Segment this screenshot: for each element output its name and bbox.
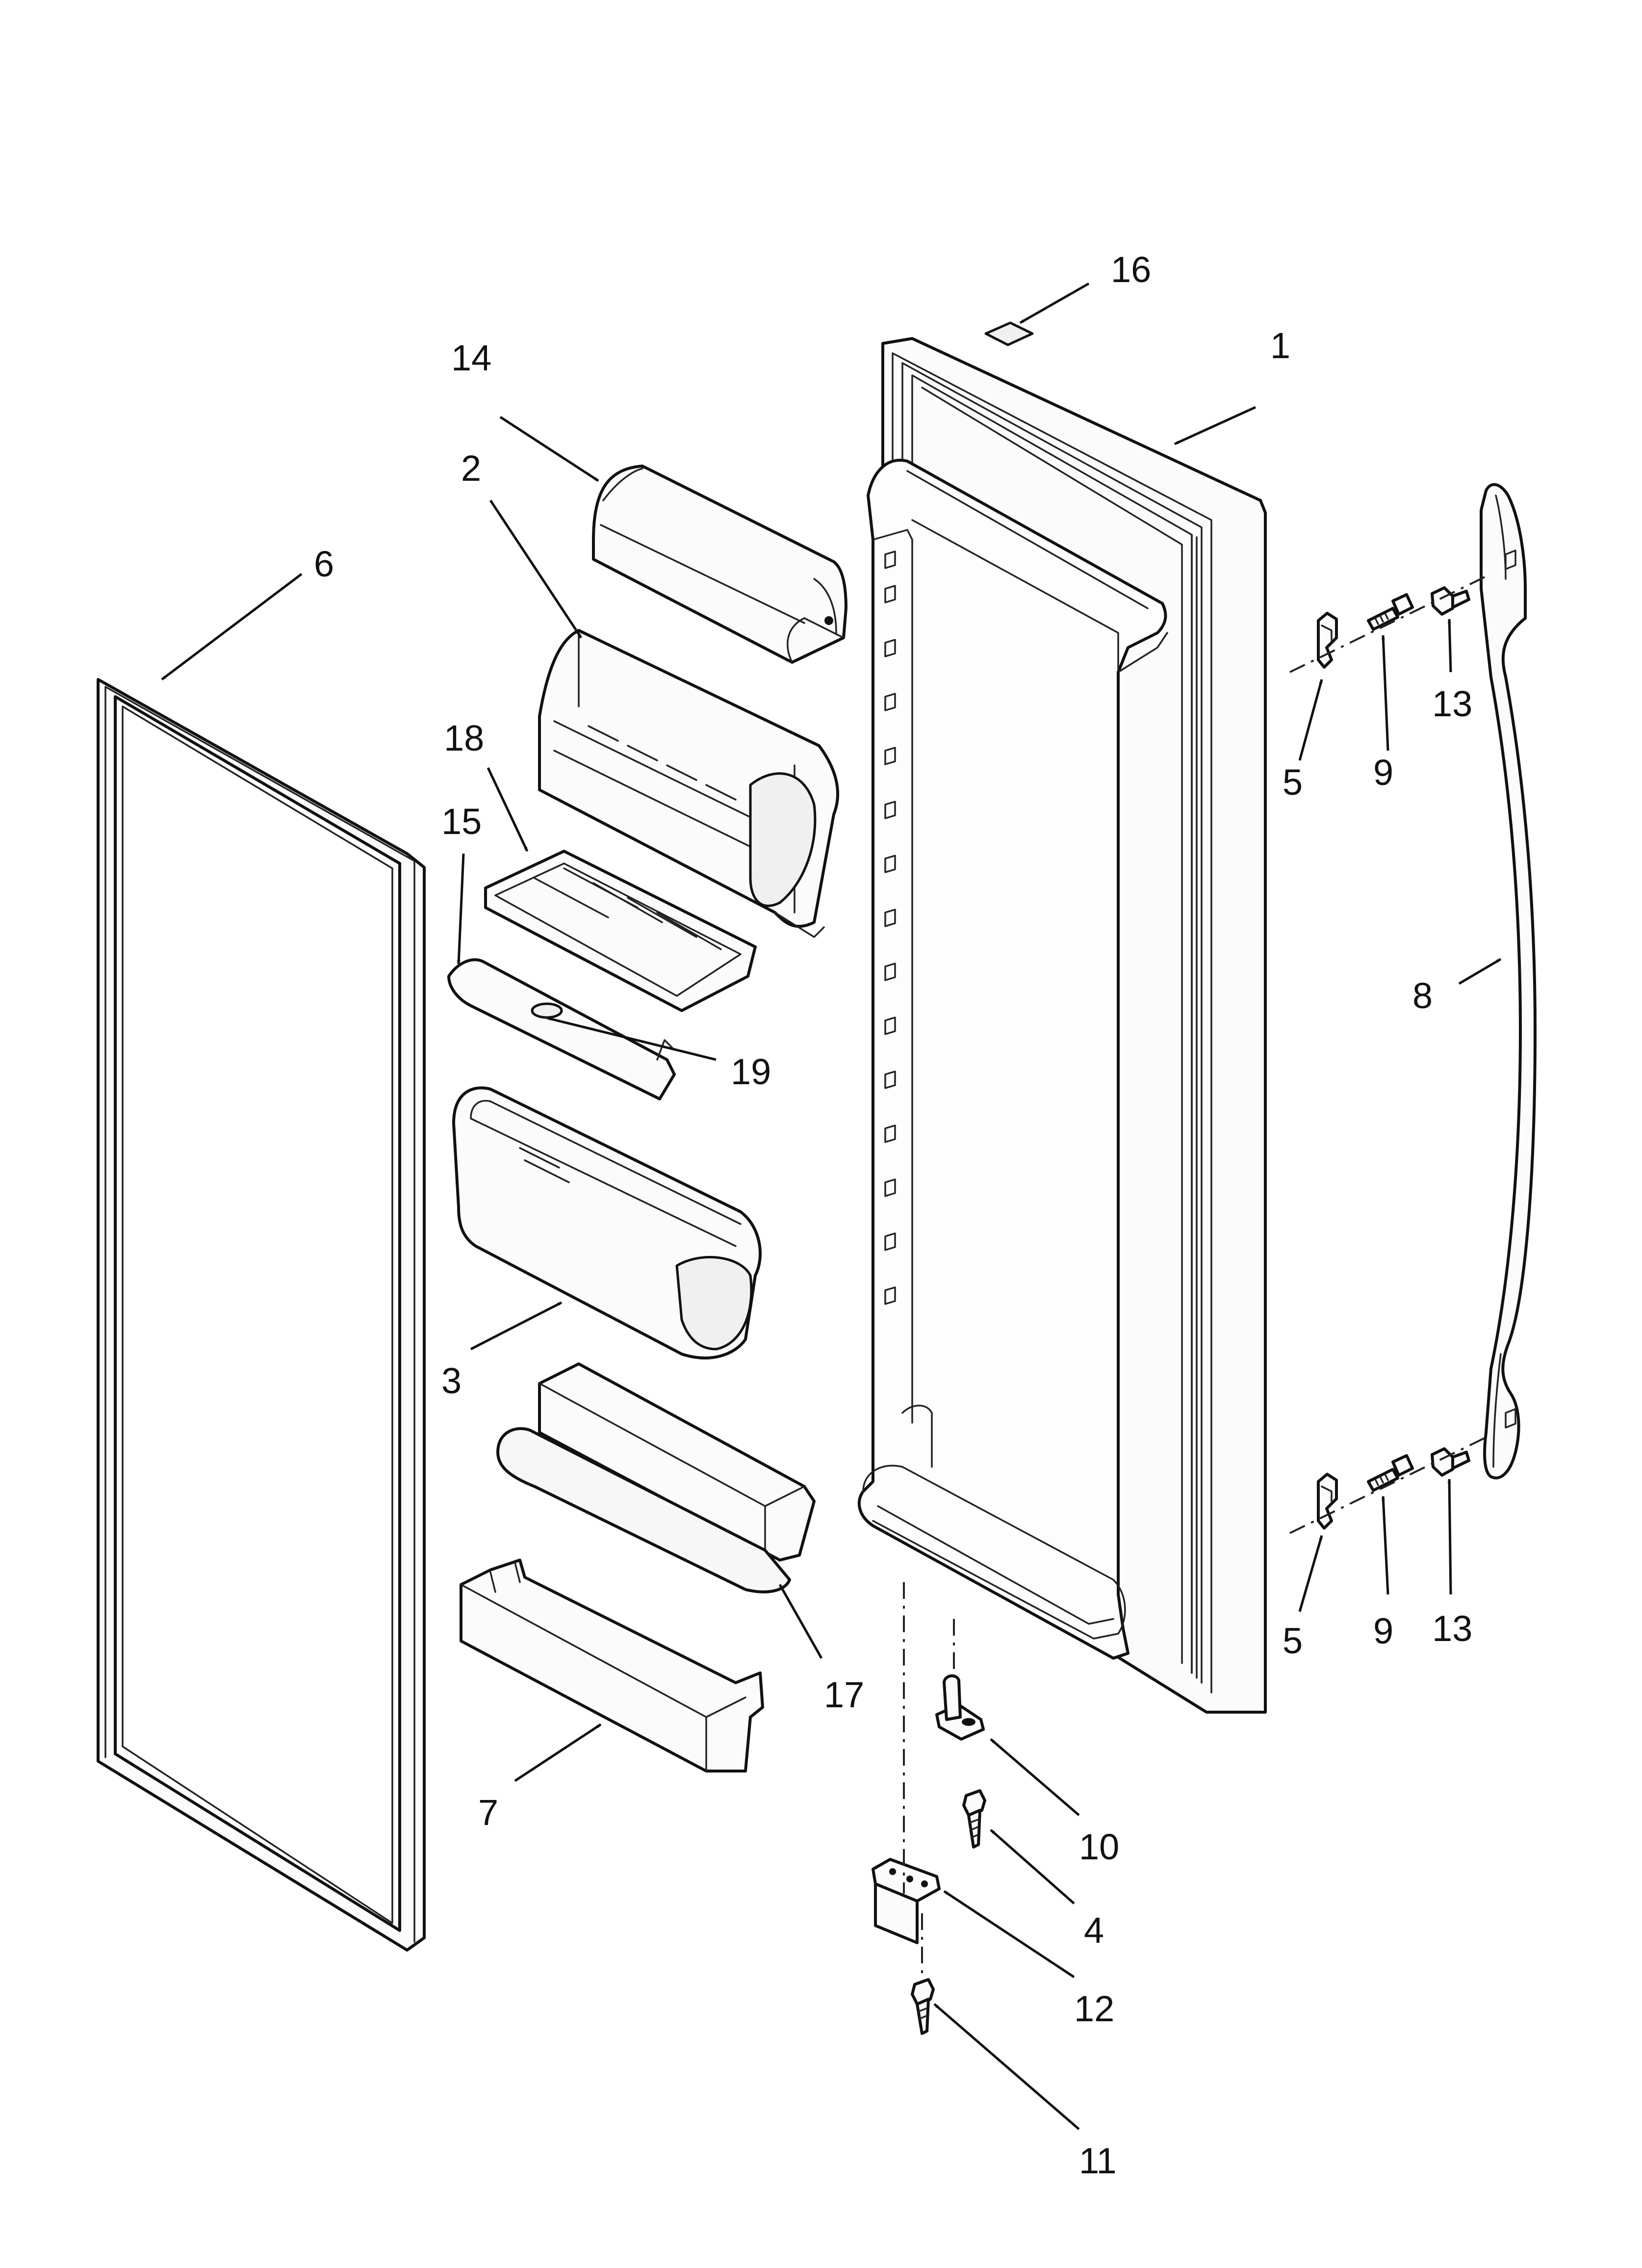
callout-17: 17: [824, 1674, 864, 1715]
callout-12: 12: [1074, 1988, 1114, 2029]
callout-3: 3: [441, 1360, 462, 1401]
callout-6: 6: [314, 544, 334, 584]
screw-part-9-top[interactable]: [1367, 593, 1414, 631]
screw-part-11[interactable]: [911, 1978, 935, 2035]
hinge-plate-part-12[interactable]: [872, 1858, 941, 1944]
screw-part-9-bottom[interactable]: [1367, 1454, 1414, 1492]
callout-13-top: 13: [1432, 683, 1472, 724]
callout-10: 10: [1079, 1826, 1119, 1867]
fastener-axis-bottom: [1289, 1434, 1491, 1534]
door-gasket-part-6[interactable]: [97, 678, 426, 1952]
leader-lines: [161, 282, 1502, 2130]
callout-9-bottom: 9: [1373, 1611, 1393, 1651]
refrigerator-door-part-1[interactable]: [857, 337, 1267, 1714]
handle-clip-part-5-bottom[interactable]: [1317, 1473, 1338, 1530]
bin-cover-part-14[interactable]: [592, 465, 847, 664]
callout-2: 2: [461, 448, 481, 489]
tray-part-18[interactable]: [484, 850, 757, 1012]
hinge-pin-part-10[interactable]: [935, 1674, 985, 1741]
callout-5-top: 5: [1283, 762, 1303, 803]
callout-11: 11: [1079, 2140, 1117, 2181]
callout-7: 7: [478, 1792, 498, 1833]
callout-labels: 16 1 14 2 6 18 15 19 3 17 7 5 9 13 8 5 9…: [314, 249, 1472, 2181]
callout-14: 14: [451, 338, 491, 378]
label-part-16[interactable]: [984, 321, 1034, 346]
bin-liner-part-17[interactable]: [496, 1362, 816, 1593]
callout-4: 4: [1084, 1910, 1104, 1951]
callout-13-bottom: 13: [1432, 1608, 1472, 1649]
callout-19: 19: [731, 1051, 771, 1092]
callout-1: 1: [1270, 325, 1290, 366]
callout-16: 16: [1111, 249, 1151, 290]
door-shelf-part-7[interactable]: [460, 1559, 764, 1773]
callout-8: 8: [1412, 975, 1433, 1016]
callout-18: 18: [444, 718, 484, 758]
callout-5-bottom: 5: [1283, 1620, 1303, 1661]
screw-part-4[interactable]: [962, 1789, 986, 1849]
callout-15: 15: [441, 801, 482, 842]
fastener-axis-top: [1289, 573, 1491, 673]
screw-part-13-top[interactable]: [1431, 586, 1470, 616]
handle-clip-part-5-top[interactable]: [1317, 612, 1338, 669]
door-bin-part-3[interactable]: [452, 1086, 762, 1359]
bin-front-part-15[interactable]: [447, 958, 676, 1100]
door-handle-part-8[interactable]: [1480, 483, 1537, 1480]
dairy-bin-part-2[interactable]: [538, 629, 839, 938]
screw-part-13-bottom[interactable]: [1431, 1447, 1470, 1477]
callout-9-top: 9: [1373, 752, 1393, 793]
